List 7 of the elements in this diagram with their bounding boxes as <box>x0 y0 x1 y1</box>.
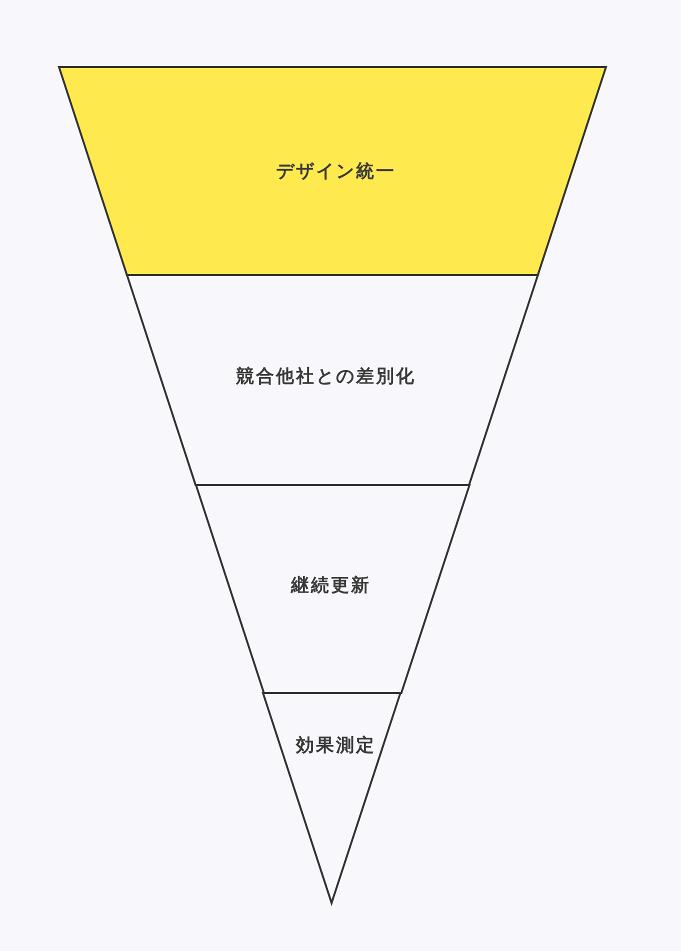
section-label: デザイン統一 <box>276 162 396 182</box>
funnel-section <box>59 67 606 275</box>
funnel-section <box>196 485 469 693</box>
funnel-section <box>126 275 538 485</box>
section-label: 継続更新 <box>291 576 371 596</box>
section-label: 効果測定 <box>296 736 376 756</box>
section-label: 競合他社との差別化 <box>236 367 416 387</box>
